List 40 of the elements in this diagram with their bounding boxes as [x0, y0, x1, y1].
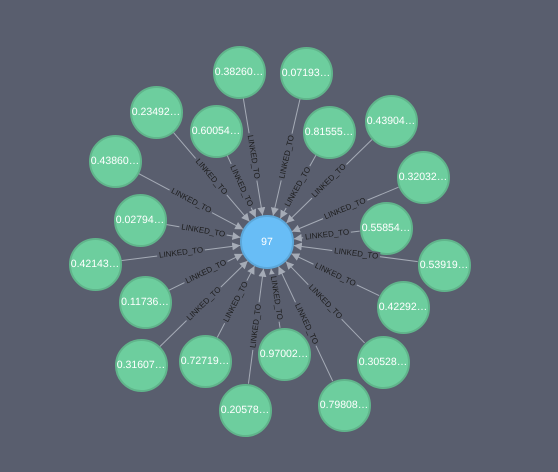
node-circle	[130, 86, 182, 138]
node-circle	[114, 338, 168, 392]
node-circle	[318, 378, 370, 432]
node-circle	[178, 334, 232, 388]
node-label: 0.43860…	[90, 155, 140, 167]
node-label: 0.02794…	[116, 214, 164, 226]
node-label: 0.38260…	[214, 66, 264, 78]
node-circle	[114, 194, 166, 246]
node-label: 0.81555…	[304, 126, 354, 138]
node-circle	[88, 134, 142, 188]
node-circle	[418, 238, 470, 292]
node-label: 0.20578…	[220, 404, 270, 416]
node-circle	[240, 215, 294, 269]
node-label: 0.53919…	[420, 259, 468, 271]
edge-label: LINKED_TO	[267, 274, 284, 323]
node-label: 0.42143…	[70, 258, 120, 270]
node-circle	[190, 104, 242, 158]
node-circle	[356, 336, 410, 388]
node-label: 0.55854…	[362, 222, 410, 234]
node-label: 0.79808…	[320, 399, 368, 411]
node-label: 0.23492…	[132, 106, 180, 118]
node-circle	[218, 384, 272, 436]
edge-label: LINKED_TO	[331, 245, 380, 262]
node-label: 97	[261, 236, 273, 248]
node-circle	[396, 150, 450, 204]
node-label: 0.42292…	[378, 301, 428, 313]
node-label: 0.31607…	[116, 359, 166, 371]
node-circle	[118, 276, 172, 328]
node-circle	[68, 238, 122, 290]
node-circle	[364, 94, 418, 148]
node-circle	[376, 280, 430, 334]
node-label: 0.32032…	[398, 171, 448, 183]
node-label: 0.97002…	[260, 348, 308, 360]
node-label: 0.07193…	[282, 67, 330, 79]
node-label: 0.30528…	[358, 356, 408, 368]
node-label: 0.11736…	[121, 296, 169, 308]
node-label: 0.60054…	[192, 125, 240, 137]
edge-label: LINKED_TO	[248, 302, 264, 351]
node-label: 0.43904…	[366, 115, 416, 127]
node-label: 0.72719…	[180, 355, 230, 367]
